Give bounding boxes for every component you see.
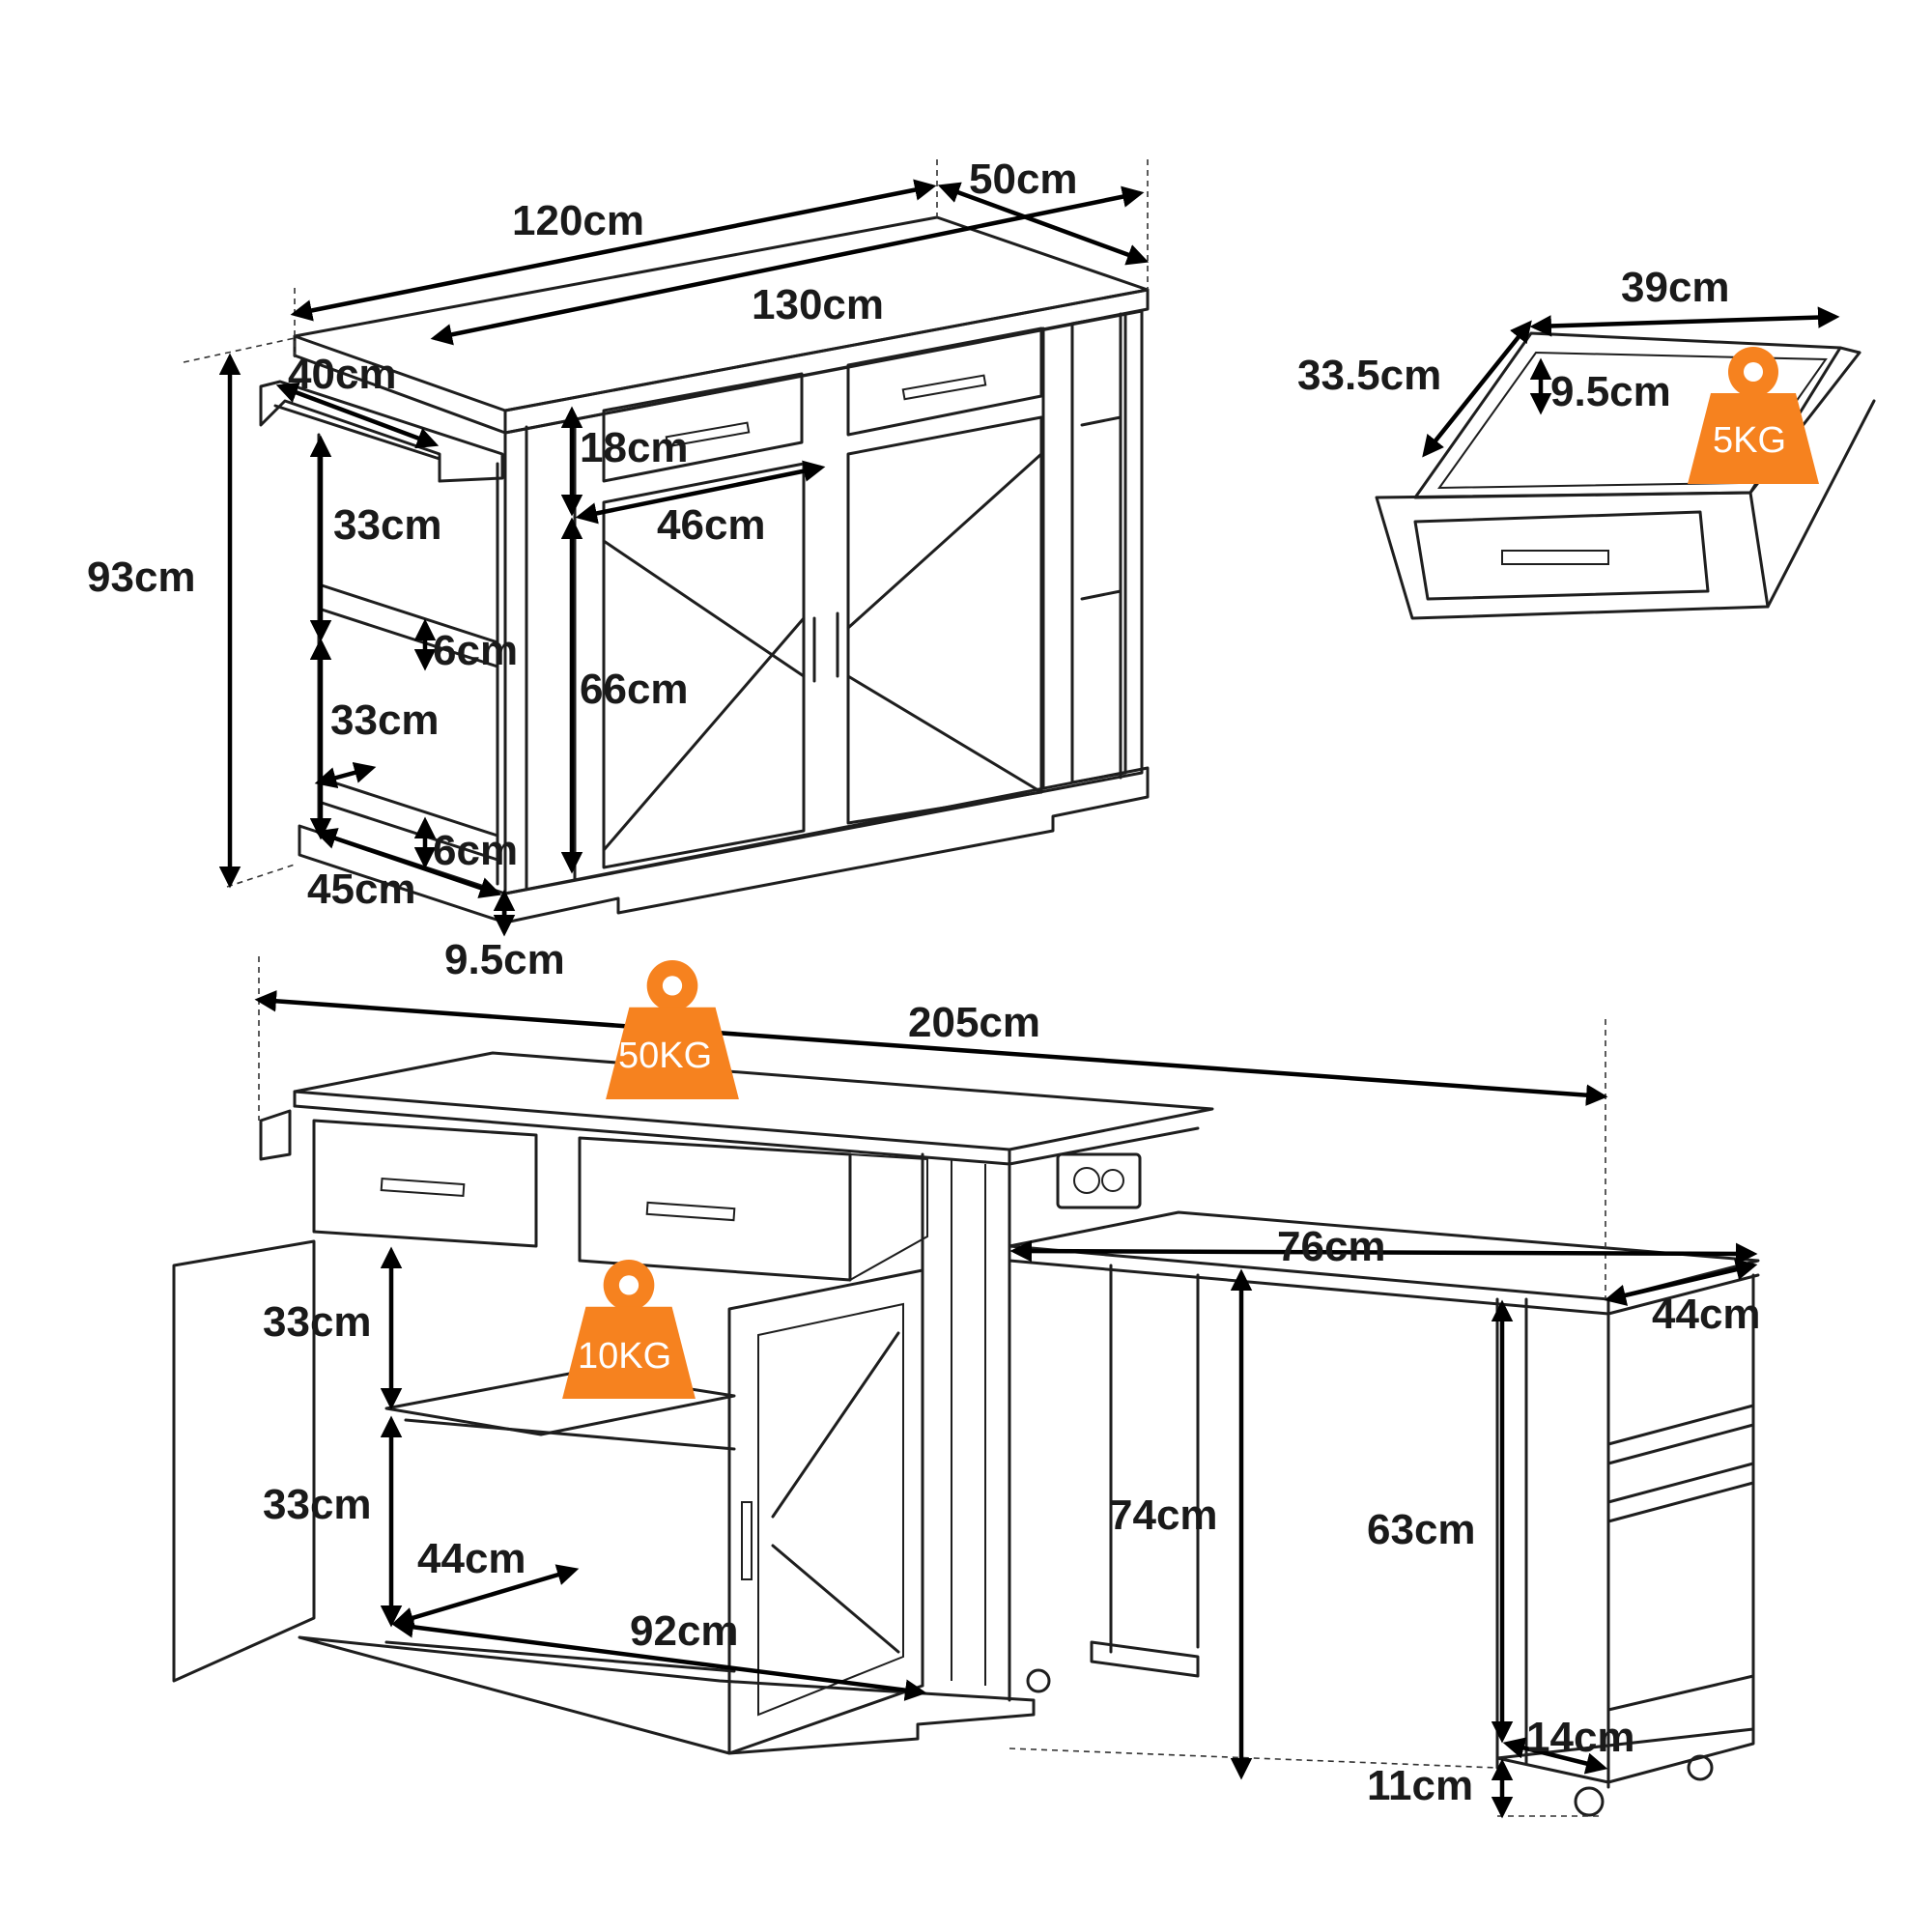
weight-icon [606, 960, 739, 1099]
closed-island-drawing [259, 215, 1150, 924]
label-33cm-cabinet-lower: 33cm [263, 1481, 372, 1528]
weight-label-shelf: 10KG [578, 1336, 671, 1377]
label-93cm: 93cm [87, 554, 196, 601]
weight-label-drawer: 5KG [1713, 420, 1786, 461]
label-33cm-lower: 33cm [330, 696, 440, 744]
label-66cm: 66cm [580, 666, 689, 713]
label-120cm: 120cm [512, 197, 644, 244]
weight-label-top: 50KG [618, 1036, 712, 1076]
weight-badge-5kg: 5KG [1688, 347, 1819, 484]
label-130cm: 130cm [752, 281, 884, 328]
label-33-5cm: 33.5cm [1297, 352, 1441, 399]
label-33cm-upper: 33cm [333, 501, 442, 549]
label-63cm: 63cm [1367, 1506, 1476, 1553]
label-76cm: 76cm [1277, 1223, 1386, 1270]
guide-lines [183, 159, 1606, 1817]
label-44cm-extension: 44cm [1652, 1291, 1761, 1338]
label-45cm: 45cm [307, 866, 416, 913]
label-74cm: 74cm [1109, 1492, 1218, 1539]
label-33cm-cabinet-upper: 33cm [263, 1298, 372, 1346]
label-9-5cm-drawer: 9.5cm [1550, 368, 1671, 415]
label-46cm: 46cm [657, 501, 766, 549]
label-6cm-upper: 6cm [433, 627, 518, 674]
label-50cm: 50cm [969, 156, 1078, 203]
label-39cm: 39cm [1621, 264, 1730, 311]
label-6cm-lower: 6cm [433, 827, 518, 874]
dimension-labels: 120cm 50cm 130cm 40cm 93cm 18cm 46cm 33c… [87, 156, 1761, 1809]
label-14cm: 14cm [1526, 1714, 1635, 1761]
weight-badge-50kg: 50KG [606, 960, 739, 1099]
weight-badge-10kg: 10KG [562, 1260, 696, 1399]
label-40cm: 40cm [288, 351, 397, 398]
weight-icon [1688, 347, 1819, 484]
dimension-arrows [218, 179, 1840, 1819]
label-9-5cm-plinth: 9.5cm [444, 936, 565, 983]
label-11cm: 11cm [1367, 1762, 1473, 1809]
label-92cm: 92cm [630, 1607, 739, 1655]
weight-icon [562, 1260, 696, 1399]
label-44cm-cabinet: 44cm [417, 1535, 526, 1582]
label-205cm: 205cm [908, 999, 1040, 1046]
label-18cm: 18cm [580, 424, 689, 471]
extended-island-drawing [172, 1051, 1760, 1817]
